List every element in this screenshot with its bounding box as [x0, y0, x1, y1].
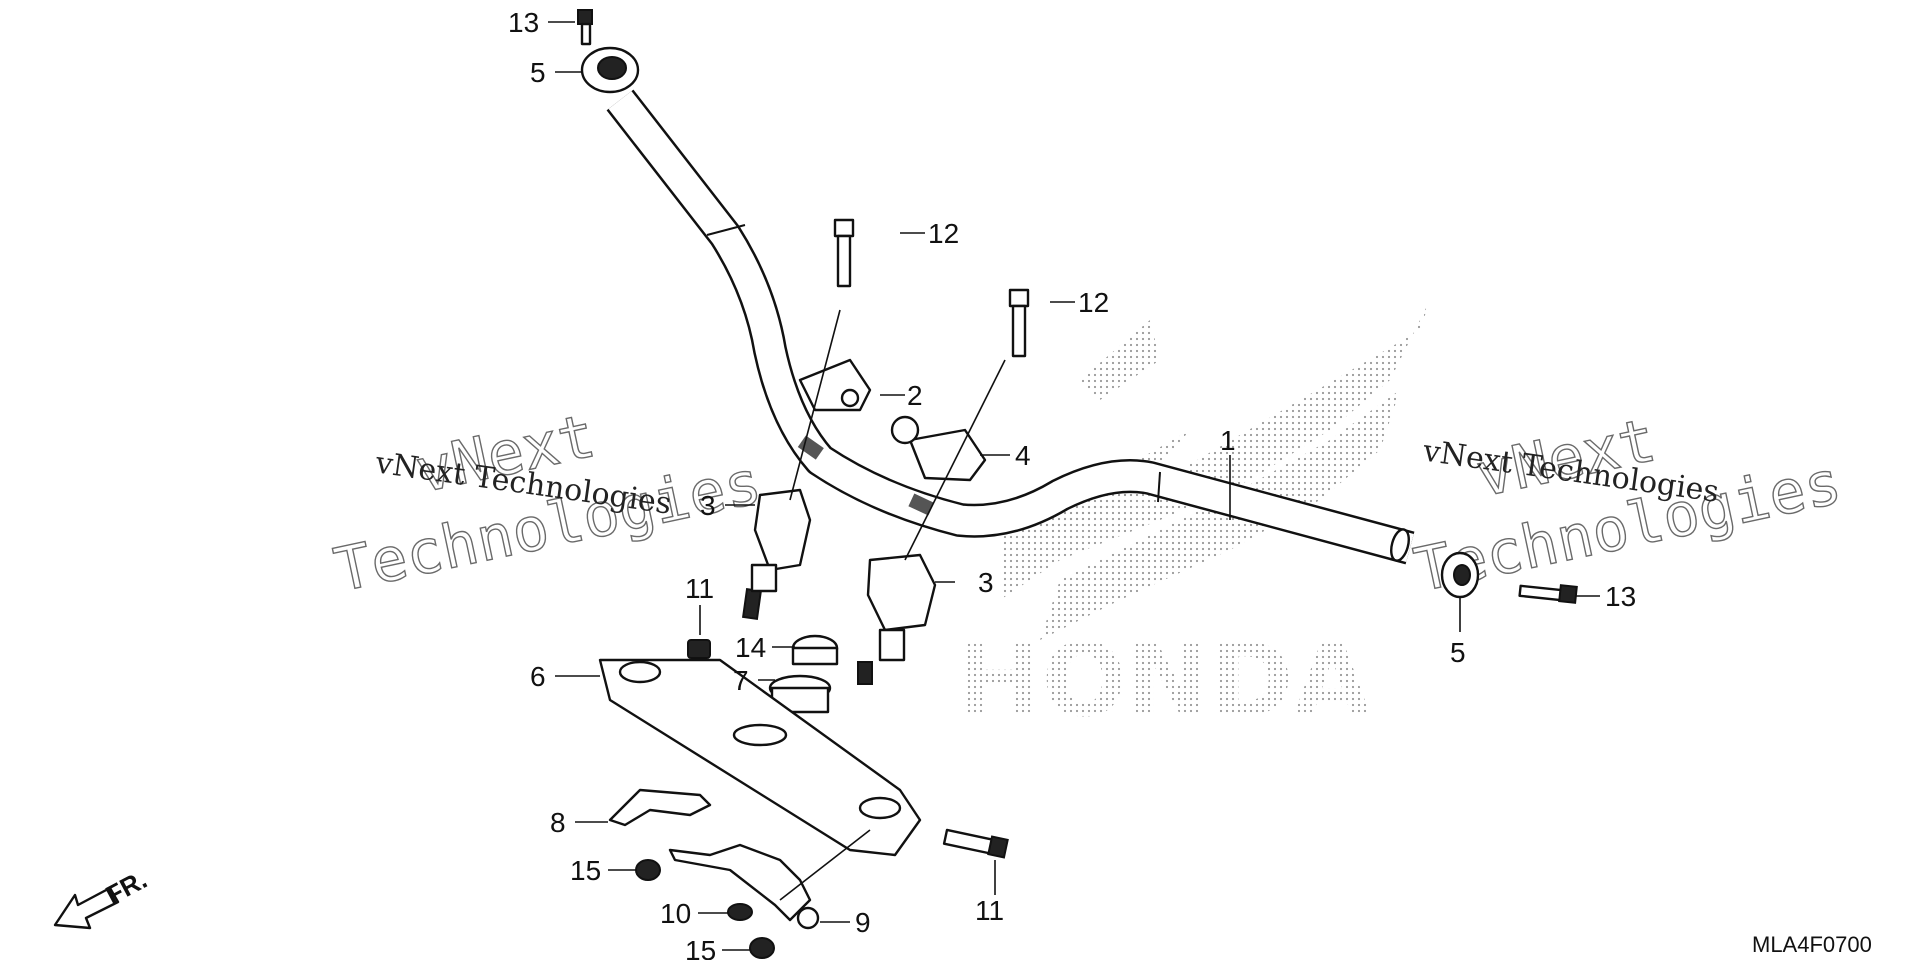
clamp-part-8: [608, 788, 712, 827]
bolt-part-12-left: [833, 218, 855, 288]
callout-7: 7: [733, 665, 749, 696]
callout-12-left: 12: [928, 218, 959, 249]
callout-numbers: 13 5 12 12 2 4 1 3 3 11 14 7 6 8 15 10 1…: [508, 7, 1636, 960]
callout-3-right: 3: [978, 567, 994, 598]
callout-14: 14: [735, 632, 766, 663]
riser-part-3-right: [857, 553, 937, 685]
callout-13-right: 13: [1605, 581, 1636, 612]
callout-6: 6: [530, 661, 546, 692]
grommet-part-5-right: [1440, 551, 1480, 599]
top-bridge-part-6: [598, 658, 922, 857]
callout-1: 1: [1220, 425, 1236, 456]
honda-brand-text: HONDA: [958, 622, 1371, 739]
callout-12-right: 12: [1078, 287, 1109, 318]
callout-5-top: 5: [530, 57, 546, 88]
callout-3-left: 3: [700, 490, 716, 521]
callout-15-upper: 15: [570, 855, 601, 886]
nut-part-15-upper: [635, 859, 661, 881]
callout-11-top: 11: [685, 573, 714, 604]
diagram-code: MLA4F0700: [1752, 932, 1872, 957]
grommet-part-5-top: [580, 46, 640, 94]
nut-part-11-top: [687, 639, 711, 659]
bolt-part-12-right: [1008, 288, 1030, 358]
callout-2: 2: [907, 380, 923, 411]
honda-wing-logo: HONDA: [958, 300, 1430, 739]
cap-part-14: [791, 634, 839, 666]
bracket-part-9: [668, 843, 820, 930]
collar-part-10: [727, 903, 753, 921]
bolt-part-13-right: [1518, 584, 1578, 604]
callout-10: 10: [660, 898, 691, 929]
callout-13-top: 13: [508, 7, 539, 38]
bolt-part-11-lower: [942, 828, 1009, 859]
leader-lines: [548, 21, 1600, 951]
callout-15-lower: 15: [685, 935, 716, 960]
callout-11-lower: 11: [975, 895, 1004, 926]
nut-part-15-lower: [749, 937, 775, 959]
bolt-part-13-top: [577, 9, 593, 46]
callout-8: 8: [550, 807, 566, 838]
holder-part-4: [890, 415, 987, 482]
riser-part-3-left: [741, 488, 812, 620]
handlebar-part-1: [606, 89, 1415, 565]
holder-part-2: [798, 358, 872, 412]
front-arrow-icon: [53, 886, 120, 930]
callout-5-right: 5: [1450, 637, 1466, 668]
callout-4: 4: [1015, 440, 1031, 471]
front-direction-indicator: FR.: [53, 864, 152, 930]
callout-9: 9: [855, 907, 871, 938]
